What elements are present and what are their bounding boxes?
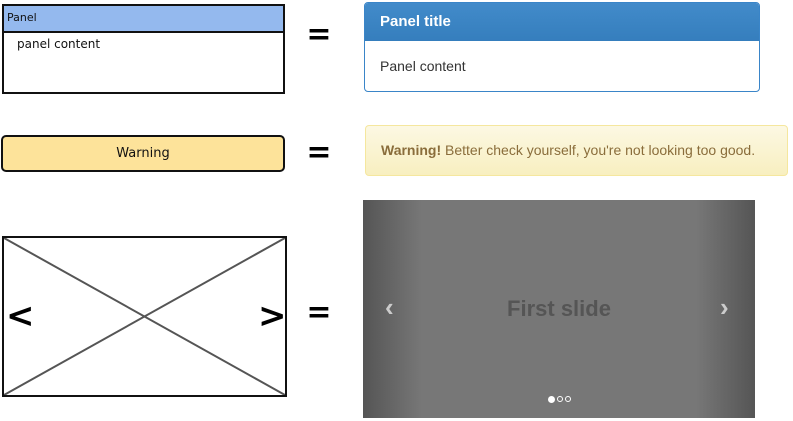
carousel-indicator-active[interactable] [548,396,555,403]
carousel-indicator[interactable] [557,396,563,402]
sketch-next-icon[interactable]: > [258,296,287,336]
sketch-panel-content: panel content [17,37,101,51]
carousel: ‹ First slide › [363,200,755,418]
alert-text: Better check yourself, you're not lookin… [441,142,756,158]
warning-alert: Warning! Better check yourself, you're n… [365,125,788,176]
carousel-indicators [548,396,571,403]
carousel-next-button[interactable]: › [720,292,729,322]
sketch-warning: Warning [1,135,285,172]
alert-strong: Warning! [381,142,442,158]
sketch-carousel: < > [2,236,287,397]
image-placeholder-icon [4,238,285,395]
sketch-panel: Panel panel content [2,4,285,94]
equals-sign: = [306,135,332,170]
carousel-indicator[interactable] [565,396,571,402]
equals-sign: = [306,295,332,330]
equals-sign: = [306,17,332,52]
panel-title: Panel title [365,3,759,41]
carousel-caption: First slide [507,296,611,321]
carousel-prev-button[interactable]: ‹ [385,292,394,322]
panel: Panel title Panel content [364,2,760,92]
sketch-prev-icon[interactable]: < [6,296,35,336]
panel-content: Panel content [380,58,466,74]
sketch-panel-header: Panel [4,6,283,33]
